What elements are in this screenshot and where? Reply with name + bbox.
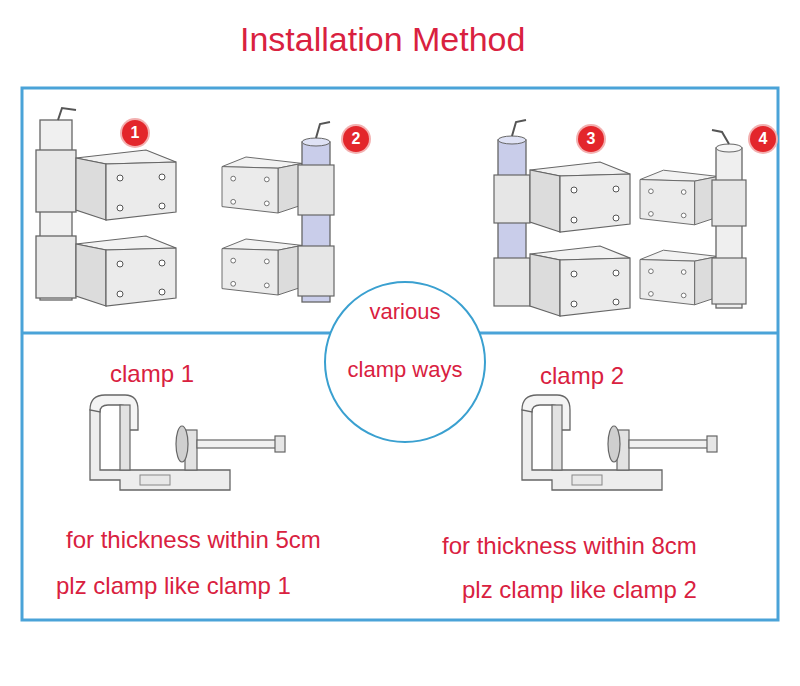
note-label: plz clamp like clamp 2 [462,576,697,604]
callout-number: 3 [578,126,604,152]
callout-number: 4 [750,126,776,152]
callout-circle: various clamp ways [324,281,486,443]
note-label: plz clamp like clamp 1 [56,572,291,600]
note-label: for thickness within 8cm [442,532,697,560]
circle-text: various clamp ways [343,283,467,399]
diagram-title: Installation Method [240,20,525,59]
note-label: clamp 2 [540,362,624,390]
callout-number: 2 [343,126,369,152]
note-label: clamp 1 [110,360,194,388]
note-label: for thickness within 5cm [66,526,321,554]
callout-number: 1 [122,120,148,146]
